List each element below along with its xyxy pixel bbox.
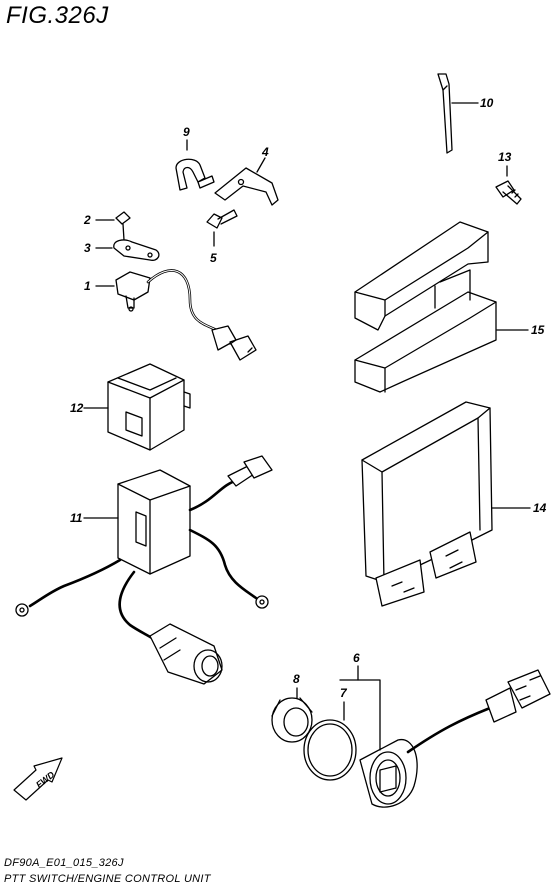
figure-caption: PTT SWITCH/ENGINE CONTROL UNIT	[4, 873, 211, 885]
bolt-part-13[interactable]: 13	[495, 150, 522, 205]
callout-1: 1	[84, 279, 91, 293]
callout-12: 12	[70, 401, 84, 415]
figure-code: DF90A_E01_015_326J	[4, 857, 124, 869]
cover-part-12[interactable]: 12	[70, 363, 191, 451]
screw-part-5[interactable]: 5	[206, 209, 238, 265]
ring-nut-part-8[interactable]: 8	[271, 672, 313, 743]
callout-11: 11	[70, 511, 83, 525]
bracket-part-4[interactable]: 4	[214, 145, 279, 206]
figure-title: FIG.326J	[6, 2, 109, 29]
callout-3: 3	[84, 241, 91, 255]
screw-part-2[interactable]: 2	[83, 211, 131, 241]
holder-part-15[interactable]: 15	[354, 221, 545, 393]
callout-14: 14	[533, 501, 547, 515]
callout-13: 13	[498, 150, 512, 164]
o-ring-part-7[interactable]: 7	[303, 686, 357, 781]
relay-harness-part-11[interactable]: 11	[15, 455, 273, 685]
clamp-part-9[interactable]: 9	[175, 125, 215, 191]
callout-9: 9	[183, 125, 190, 139]
callout-7: 7	[340, 686, 348, 700]
callout-8: 8	[293, 672, 300, 686]
callout-5: 5	[210, 251, 217, 265]
callout-6: 6	[353, 651, 360, 665]
callout-15: 15	[531, 323, 545, 337]
switch-assy-part-6[interactable]: 6	[339, 651, 551, 808]
fwd-arrow-icon: FWD	[13, 757, 63, 801]
callout-10: 10	[480, 96, 494, 110]
sensor-part-1[interactable]: 1	[84, 269, 257, 361]
cable-tie-part-10[interactable]: 10	[437, 73, 494, 154]
callout-4: 4	[261, 145, 269, 159]
ecu-part-14[interactable]: 14	[361, 401, 547, 607]
plate-part-3[interactable]: 3	[84, 239, 160, 261]
callout-2: 2	[83, 213, 91, 227]
